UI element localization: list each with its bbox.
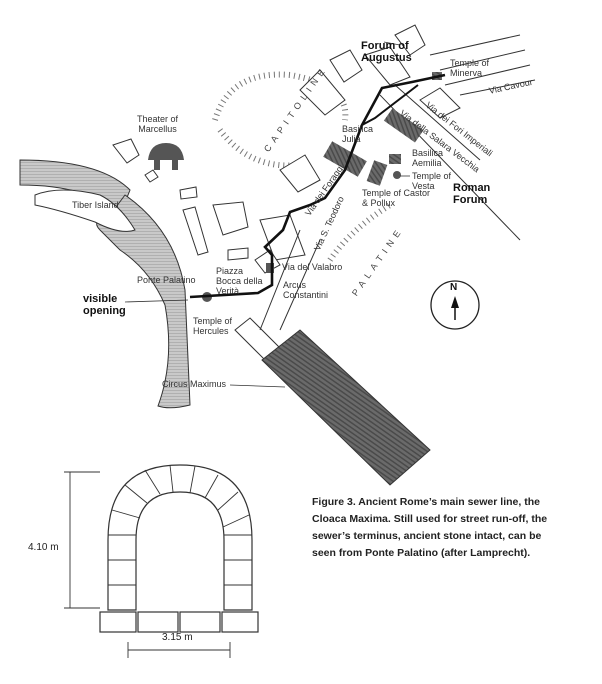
tiber-river-south [96, 194, 191, 409]
arch-width-label: 3.15 m [162, 632, 193, 643]
label-via-del-valabro: Via del Valabro [282, 262, 343, 272]
label-forum-of-augustus: Forum of Augustus [361, 40, 412, 64]
temple-castor-pollux [366, 160, 388, 186]
label-temple-of-vesta: Temple of Vesta [412, 171, 452, 191]
label-basilica-aemilia: Basilica Aemilia [412, 148, 444, 168]
arch-height-label: 4.10 m [28, 542, 59, 553]
label-arcus-constantini: Arcus Constantini [283, 280, 329, 300]
basilica-aemilia [383, 108, 424, 143]
arch-cross-section [99, 464, 259, 633]
figure-caption: Figure 3. Ancient Rome’s main sewer line… [312, 496, 548, 559]
label-circus-maximus: Circus Maximus [162, 379, 227, 389]
basilica-julia [323, 141, 367, 177]
temple-of-vesta [393, 171, 401, 179]
tiber-island [34, 189, 136, 232]
label-roman-forum: Roman Forum [453, 182, 491, 206]
label-theater-of-marcellus: Theater of Marcellus [136, 114, 179, 134]
label-temple-of-minerva: Temple of Minerva [450, 58, 490, 78]
cloaca-maxima-line [189, 73, 446, 299]
label-piazza-bocca-della-verita: Piazza Bocca della Verità [216, 266, 263, 296]
label-ponte-palatino: Ponte Palatino [137, 275, 196, 285]
label-temple-of-hercules: Temple of Hercules [193, 316, 233, 336]
label-tiber-island: Tiber Island [72, 200, 119, 210]
theater-of-marcellus [148, 143, 184, 170]
circus-maximus [261, 329, 431, 486]
label-visible-opening: visible opening [83, 293, 126, 317]
compass-north-label: N [450, 282, 458, 293]
label-temple-of-castor-pollux: Temple of Castor & Pollux [362, 188, 431, 208]
label-basilica-julia: Basilica Julia [342, 124, 374, 144]
